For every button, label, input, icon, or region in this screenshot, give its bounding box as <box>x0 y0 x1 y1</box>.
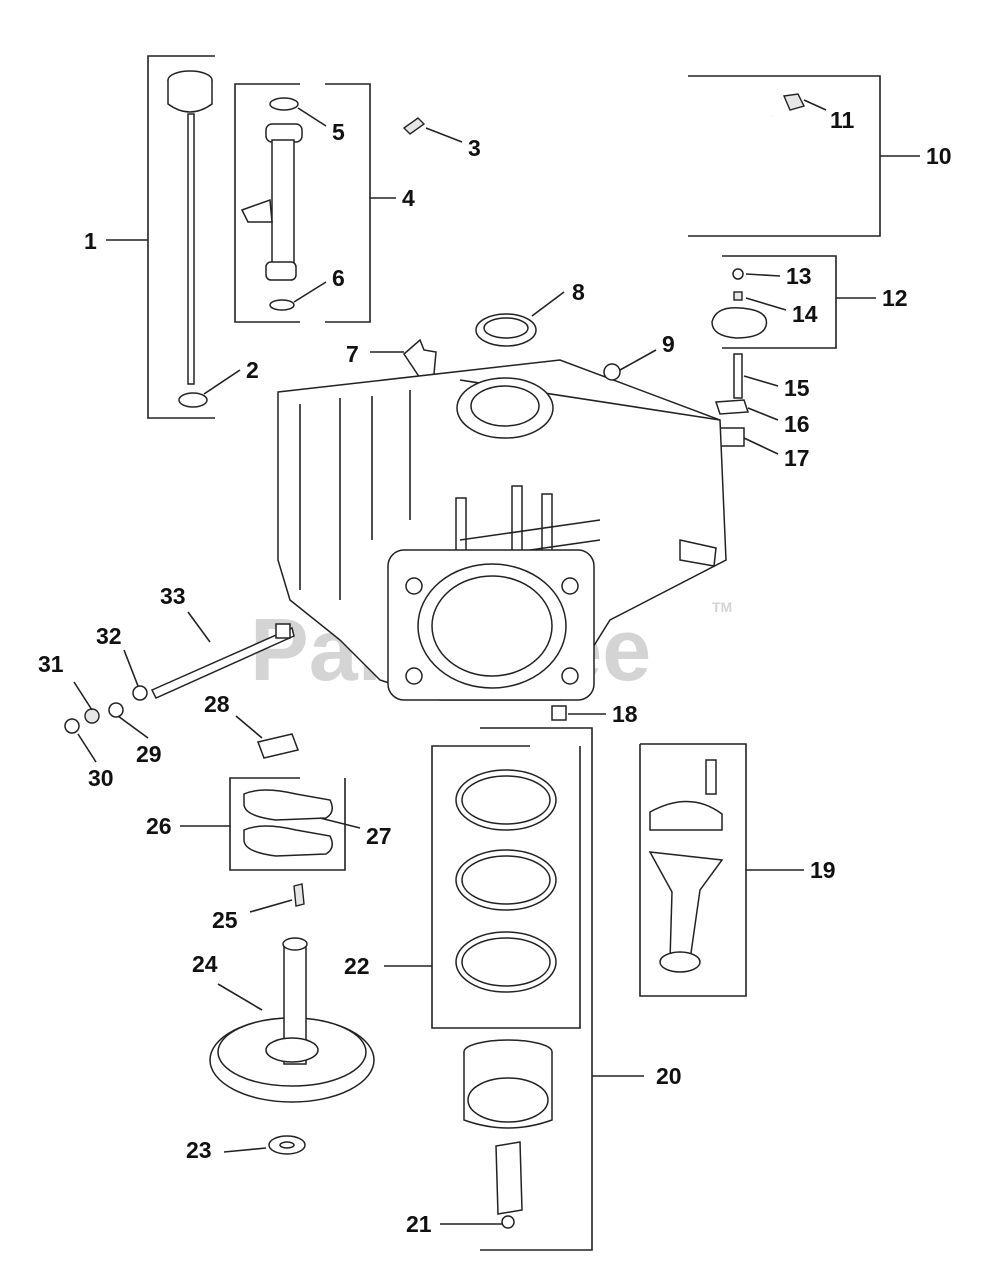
part-key-28 <box>256 733 300 759</box>
part-crankcase <box>277 359 727 701</box>
callout-24: 24 <box>192 951 218 977</box>
part-oil-seal <box>475 313 537 347</box>
callout-33: 33 <box>160 583 186 609</box>
callout-18: 18 <box>612 701 638 727</box>
part-governor-shaft <box>150 623 295 699</box>
callout-11: 11 <box>830 107 855 133</box>
callout-5: 5 <box>332 119 345 145</box>
part-bracket-7 <box>403 338 437 379</box>
callout-4: 4 <box>402 185 415 211</box>
callout-20: 20 <box>656 1063 682 1089</box>
part-governor-weights <box>243 789 333 857</box>
part-piston <box>463 1039 553 1229</box>
callout-3: 3 <box>468 135 481 161</box>
part-shaft-hardware <box>64 685 148 734</box>
group-boxes <box>147 55 881 1251</box>
callout-25: 25 <box>212 907 238 933</box>
callout-1: 1 <box>84 228 97 254</box>
callout-23: 23 <box>186 1137 212 1163</box>
part-breather-assembly <box>711 268 768 447</box>
part-dipstick <box>167 70 213 408</box>
callout-26: 26 <box>146 813 172 839</box>
callout-29: 29 <box>136 741 162 767</box>
box-fill-tube <box>234 83 300 323</box>
part-fill-tube <box>240 97 303 311</box>
callout-22: 22 <box>344 953 370 979</box>
callout-27: 27 <box>366 823 392 849</box>
callout-15: 15 <box>784 375 810 401</box>
part-pin-25 <box>293 883 305 907</box>
part-plug-18 <box>551 705 567 721</box>
callout-30: 30 <box>88 765 114 791</box>
callout-9: 9 <box>662 331 675 357</box>
part-washer-23 <box>268 1135 306 1155</box>
callout-28: 28 <box>204 691 230 717</box>
callout-14: 14 <box>792 301 818 327</box>
box-piston <box>480 727 593 1251</box>
part-screw-3 <box>402 117 426 135</box>
watermark-tm: TM <box>712 599 732 615</box>
callout-21: 21 <box>406 1211 432 1237</box>
callout-2: 2 <box>246 357 259 383</box>
callout-labels: 1 2 3 4 5 6 7 8 9 10 11 12 13 14 15 16 1… <box>38 107 952 1237</box>
callout-16: 16 <box>784 411 810 437</box>
box-connecting-rod <box>639 743 747 997</box>
callout-13: 13 <box>786 263 812 289</box>
part-connecting-rod <box>648 759 724 973</box>
box-governor <box>229 777 346 871</box>
box-piston-rings <box>431 745 581 1029</box>
callout-10: 10 <box>926 143 952 169</box>
callout-6: 6 <box>332 265 345 291</box>
callout-32: 32 <box>96 623 122 649</box>
callout-8: 8 <box>572 279 585 305</box>
part-camshaft <box>209 937 375 1103</box>
callout-7: 7 <box>346 341 359 367</box>
callout-17: 17 <box>784 445 810 471</box>
box-fill-tube-right <box>325 83 371 323</box>
part-breather-hose <box>665 93 806 218</box>
leader-lines <box>73 99 920 1225</box>
box-breather <box>722 255 837 349</box>
callout-19: 19 <box>810 857 836 883</box>
callout-12: 12 <box>882 285 908 311</box>
box-dipstick <box>147 55 215 419</box>
part-piston-rings <box>455 769 557 993</box>
callout-31: 31 <box>38 651 64 677</box>
